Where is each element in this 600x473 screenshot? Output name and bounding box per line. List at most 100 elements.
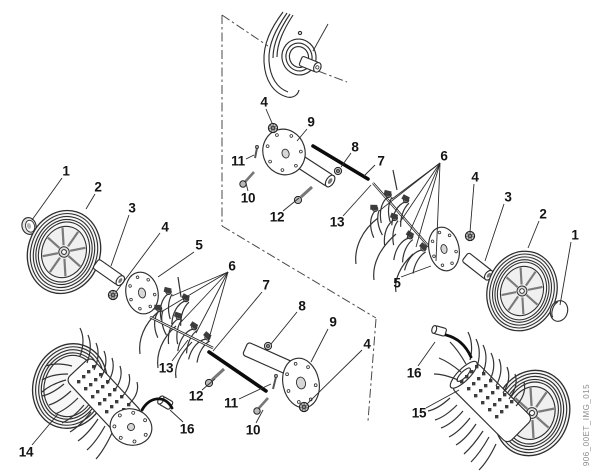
callout-8: 8 [298,298,306,314]
callout-7: 7 [262,277,270,293]
axle-tube-right [462,252,494,281]
tine-set-upper [355,169,429,293]
upper-bolt-12 [293,185,314,205]
callout-3: 3 [504,189,512,205]
lower-pin-11 [272,374,278,390]
leader-line [195,271,229,334]
callout-11: 11 [231,153,245,169]
callout-11: 11 [224,395,238,411]
leader-line [527,220,540,249]
roller-assembly-right-15 [427,324,582,471]
callout-7: 7 [377,153,385,169]
leader-line [255,409,264,424]
leader-line [212,291,263,352]
end-cap-right-16 [431,324,473,359]
figure-code: 906_00ET_IMG_015 [582,383,591,467]
callout-5: 5 [393,275,401,291]
callout-13: 13 [329,214,345,230]
leader-line [435,162,441,262]
roller-left-flange [109,408,153,446]
lower-tine-rod-13 [149,315,214,350]
lower-bearing-assembly [204,341,320,415]
leader-line [559,241,572,306]
upper-locknut-4 [267,122,279,134]
leader-line [169,409,184,423]
leader-line [265,108,273,124]
upper-tension-rod [311,144,370,181]
leader-lines [31,108,572,446]
upper-flange-disc [262,128,306,176]
callout-4: 4 [161,219,169,235]
callout-3: 3 [128,200,136,216]
leader-line [306,349,363,405]
leader-line [31,413,59,446]
callout-8: 8 [351,139,359,155]
callout-16: 16 [406,365,422,381]
roller-assembly-left-14 [21,327,174,460]
axle-tube-left [92,259,126,287]
leader-line [417,341,436,367]
callout-4: 4 [471,169,479,185]
hubcap-left [21,217,37,235]
leader-line [296,128,308,142]
leader-line [238,383,272,400]
end-cap-left-16 [140,395,174,412]
callout-1: 1 [62,163,70,179]
leader-line [180,271,229,323]
callout-13: 13 [158,360,174,376]
leader-line [85,193,96,210]
leader-line [378,162,441,212]
upper-bearing-assembly [239,122,432,250]
leader-line [245,154,255,160]
callout-4: 4 [260,94,268,110]
flange-disc-left [125,271,159,315]
leader-line [110,214,130,267]
callout-6: 6 [440,148,448,164]
phantom-outline [221,14,377,422]
leader-line [363,164,376,177]
leader-line [270,311,298,345]
leader-line [157,251,195,278]
leader-line [406,162,441,239]
leader-line [342,184,372,217]
lower-bolt-12 [204,367,226,388]
leader-line [201,378,216,391]
lower-tension-rod [207,350,268,393]
leader-line [469,183,475,233]
callout-16: 16 [179,421,195,437]
callout-10: 10 [240,190,256,206]
belt-pulley-assembly [263,11,329,98]
wheel-right [476,241,568,341]
callout-12: 12 [188,388,204,404]
leader-line [484,203,505,262]
callout-2: 2 [94,179,102,195]
leader-line [115,232,161,293]
upper-nut-8 [333,166,343,176]
callout-5: 5 [195,237,203,253]
leader-line [245,182,249,192]
leader-line [282,197,300,212]
leader-line [31,177,63,221]
leader-line [415,162,441,248]
leader-line [171,339,189,362]
callout-9: 9 [329,314,337,330]
leader-line [171,271,229,297]
upper-pin-11 [254,145,259,159]
callout-1: 1 [571,227,579,243]
leader-line [399,162,441,223]
hubcap-right [549,300,569,322]
callout-2: 2 [539,206,547,222]
locknut-right [464,230,476,242]
leader-line [207,271,229,343]
leader-line [310,328,329,363]
wheel-left [16,200,112,304]
upper-bolt-10 [239,171,255,188]
callout-14: 14 [18,444,34,460]
lower-nut-8 [263,341,273,351]
leader-line [400,265,432,278]
pulley-shaft [298,56,322,73]
callout-9: 9 [307,114,315,130]
lower-bolt-10 [253,397,269,415]
